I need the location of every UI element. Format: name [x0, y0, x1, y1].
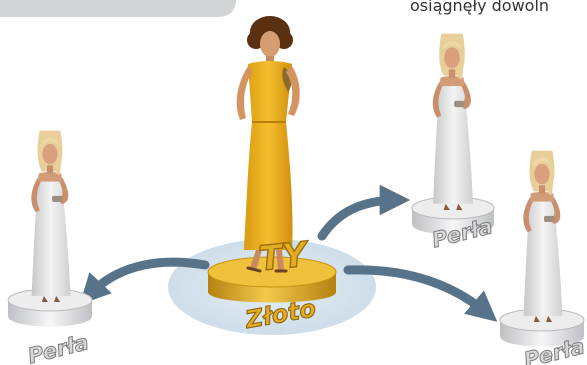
right-top-pearl-woman-figure: [433, 34, 473, 210]
center-top-label: TY: [257, 234, 312, 279]
left-pearl-woman-figure: [31, 131, 70, 302]
left-pearl-label: Perła: [26, 330, 91, 365]
right-bottom-pearl-woman-figure: [523, 151, 562, 322]
arrow-to-top-right-pearl: [322, 200, 398, 236]
gold-woman-figure: [237, 16, 300, 271]
